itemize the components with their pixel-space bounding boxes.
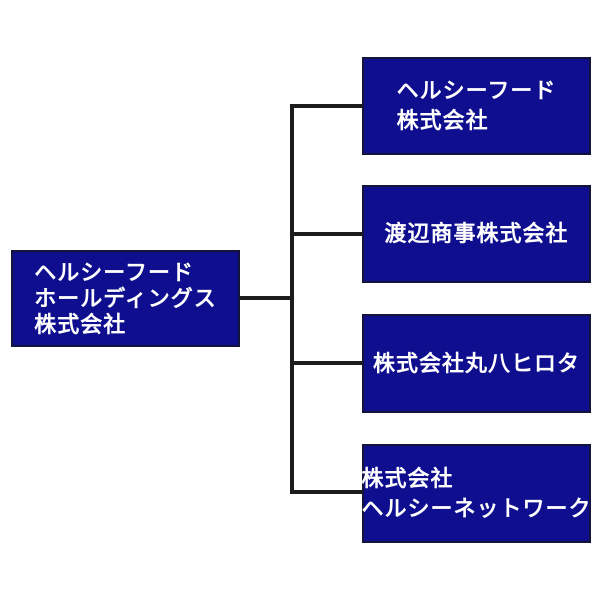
label-line: ヘルシーフード — [396, 78, 557, 103]
label-line: 株式会社 — [34, 311, 127, 337]
org-box-subsidiary-4-label: 株式会社 ヘルシーネットワーク — [362, 464, 592, 524]
org-box-subsidiary-1: ヘルシーフード 株式会社 — [362, 57, 591, 155]
label-line: ヘルシーフード — [34, 259, 194, 285]
label-line: 株式会社 — [396, 108, 489, 133]
connector-parent-line — [240, 296, 294, 300]
label-line: ホールディングス — [34, 285, 217, 311]
org-box-subsidiary-1-label: ヘルシーフード 株式会社 — [397, 76, 557, 136]
label-line: 株式会社 — [361, 465, 454, 491]
org-box-subsidiary-4: 株式会社 ヘルシーネットワーク — [362, 444, 591, 543]
org-box-subsidiary-3-label: 株式会社丸八ヒロタ — [373, 349, 580, 379]
org-box-subsidiary-2: 渡辺商事株式会社 — [362, 185, 591, 283]
label-line: 渡辺商事株式会社 — [384, 221, 569, 246]
label-line: ヘルシーネットワーク — [361, 495, 592, 521]
connector-branch-4 — [290, 490, 362, 494]
org-box-holding-company: ヘルシーフード ホールディングス 株式会社 — [11, 250, 240, 347]
connector-trunk-line — [290, 104, 294, 494]
org-box-subsidiary-3: 株式会社丸八ヒロタ — [362, 314, 591, 413]
connector-branch-2 — [290, 232, 362, 236]
org-box-subsidiary-2-label: 渡辺商事株式会社 — [384, 219, 568, 249]
connector-branch-1 — [290, 104, 362, 108]
label-line: 株式会社丸八ヒロタ — [372, 350, 580, 376]
connector-branch-3 — [290, 361, 362, 365]
org-box-holding-company-label: ヘルシーフード ホールディングス 株式会社 — [34, 260, 216, 338]
